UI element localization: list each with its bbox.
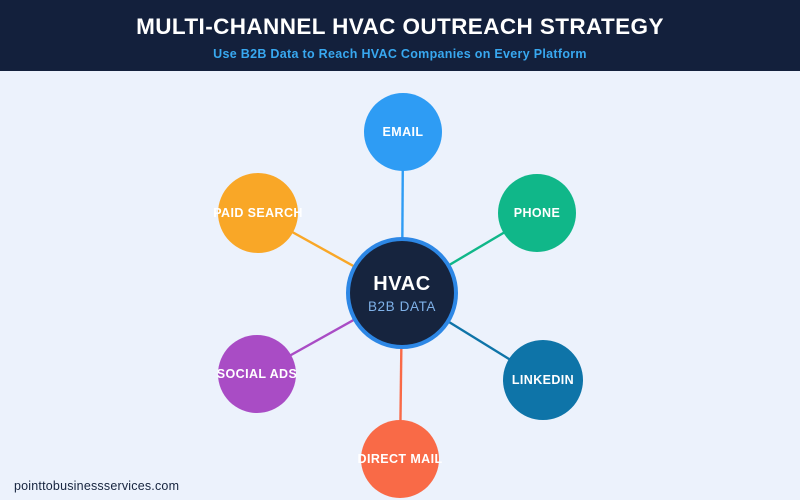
channel-circle-linkedin: LINKEDIN bbox=[503, 340, 583, 420]
hub-title: HVAC bbox=[373, 272, 431, 295]
channel-circle-phone: PHONE bbox=[498, 174, 576, 252]
channel-circle-direct-mail: DIRECT MAIL bbox=[358, 420, 442, 498]
hub-circle: HVAC B2B DATA bbox=[346, 237, 458, 349]
page-subtitle: Use B2B Data to Reach HVAC Companies on … bbox=[213, 47, 587, 61]
channel-circle-social-ads: SOCIAL ADS bbox=[216, 335, 298, 413]
page-title: MULTI-CHANNEL HVAC OUTREACH STRATEGY bbox=[136, 14, 664, 39]
header-banner: MULTI-CHANNEL HVAC OUTREACH STRATEGY Use… bbox=[0, 0, 800, 71]
channel-circle-paid-search: PAID SEARCH bbox=[213, 173, 302, 253]
channel-label-email: EMAIL bbox=[382, 125, 424, 139]
channel-label-direct-mail: DIRECT MAIL bbox=[357, 452, 443, 466]
channel-label-social-ads: SOCIAL ADS bbox=[216, 367, 298, 381]
website-url: pointtobusinessservices.com bbox=[14, 479, 180, 493]
channel-label-linkedin: LINKEDIN bbox=[511, 373, 575, 387]
channel-label-paid-search: PAID SEARCH bbox=[213, 206, 303, 220]
channel-circle-email: EMAIL bbox=[364, 93, 442, 171]
hub-subtitle: B2B DATA bbox=[367, 298, 437, 314]
channel-label-phone: PHONE bbox=[513, 206, 561, 220]
